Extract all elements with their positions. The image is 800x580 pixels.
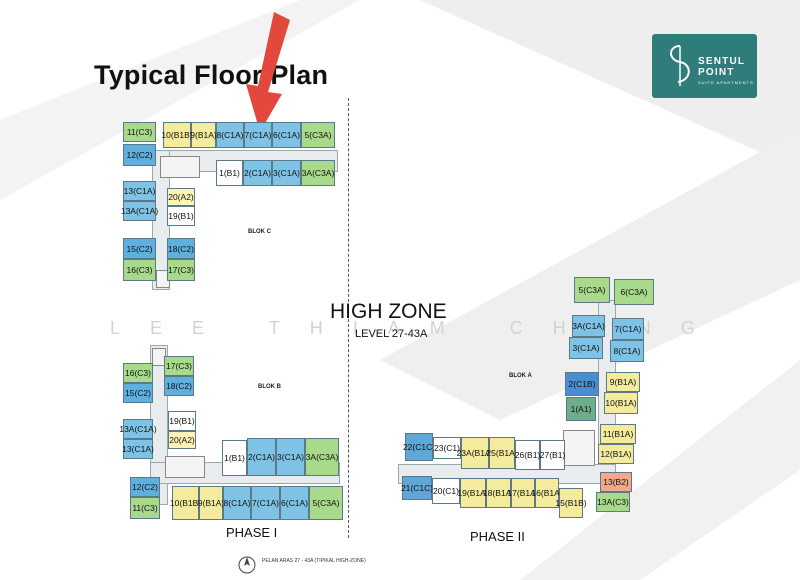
unit: 8(C1A) [223,486,251,520]
unit: 9(B1A) [190,122,217,148]
unit: 17(B1A) [507,478,539,508]
unit: 20(A2) [168,431,196,449]
unit: 18(C2) [164,376,194,396]
phase-1-label: PHASE I [226,525,278,540]
arrow-pointer-icon [246,12,290,132]
watermark: LEE THIAM CHENG [110,318,725,338]
logo-brand-line1: SENTUL [698,56,746,67]
block-label: BLOK C [248,229,271,235]
unit: 15(C2) [123,383,153,403]
unit: 25(B1A) [486,437,518,469]
unit: 19(B1) [167,206,195,226]
unit: 26(B1) [515,440,540,470]
unit: 16(B1A) [531,478,563,508]
unit: 3(C1A) [569,337,603,359]
lift-core [165,456,205,478]
unit: 3A(C3A) [305,438,339,476]
unit: 15(B1B) [555,488,587,518]
unit: 8(C1A) [216,122,244,148]
zone-title: HIGH ZONE [330,300,447,323]
unit: 7(C1A) [612,318,644,340]
unit: 10(B1B) [170,486,201,520]
unit: 13(C1A) [123,181,156,201]
unit: 23A(B1A) [457,437,493,469]
unit: 9(B1A) [198,486,224,520]
unit: 13A(C1A) [119,419,157,439]
unit: 12(C2) [130,477,160,497]
unit: 6(C1A) [272,122,301,148]
block-label: BLOK B [258,384,281,390]
unit: 19(B1) [168,411,196,431]
lift-core [563,430,595,466]
unit: 2(C1B) [565,372,599,396]
unit: 17(C3) [167,259,195,281]
unit: 21(C1C) [401,476,433,500]
logo-brand-line2: POINT [698,67,735,78]
unit: 1(A1) [566,397,596,421]
unit: 5(C3A) [574,277,610,303]
unit: 5(C3A) [301,122,335,148]
unit: 22(C1C) [403,433,435,461]
unit: 13A(C3) [596,492,630,512]
unit: 9(B1A) [606,372,640,392]
unit: 20(A2) [167,188,195,206]
unit: 3(C1A) [272,160,301,186]
unit: 7(C1A) [244,122,272,148]
unit: 19(B1A) [457,478,489,508]
unit: 27(B1) [540,440,565,470]
north-arrow-icon [238,556,256,574]
zone-level: LEVEL 27-43A [355,328,428,340]
unit: 3A(C3A) [301,160,335,186]
unit: 23(C1) [433,437,461,459]
unit: 12(C2) [123,144,156,166]
unit: 2(C1A) [247,438,276,476]
plan-caption: PELAN ARAS 27 - 43A (TIPIKAL HIGH-ZONE) [262,558,366,564]
unit: 13(C1A) [122,439,154,459]
unit: 3A(C1A) [572,315,605,337]
unit: 2(C1A) [243,160,272,186]
unit: 5(C3A) [309,486,343,520]
lift-core [160,156,200,178]
page-title: Typical Floor Plan [94,60,329,90]
unit: 12(B1A) [598,444,634,464]
unit: 8(C1A) [610,340,644,362]
unit: 10(B1A) [604,392,638,414]
unit: 6(C3A) [614,279,654,305]
unit: 11(C3) [123,122,156,142]
unit: 18(C2) [167,238,195,259]
unit: 13A(C1A) [121,201,158,221]
unit: 6(C1A) [280,486,309,520]
unit: 1(B1) [216,160,243,186]
unit: 13(B2) [600,472,632,492]
unit: 15(C2) [123,238,156,259]
unit: 11(C3) [130,497,160,519]
block-label: BLOK A [509,373,532,379]
logo-subtitle: SUITE APARTMENTS [698,80,754,85]
unit: 10(B1B) [161,122,193,148]
unit: 18(B1A) [483,478,514,508]
unit: 20(C1) [432,478,460,504]
unit: 17(C3) [164,356,194,376]
unit: 3(C1A) [276,438,305,476]
phase-2-label: PHASE II [470,529,525,544]
unit: 16(C3) [123,259,156,281]
unit: 16(C3) [123,363,153,383]
phase-divider [348,98,349,538]
unit: 7(C1A) [251,486,280,520]
unit: 1(B1) [222,440,247,476]
unit: 11(B1A) [600,424,636,444]
